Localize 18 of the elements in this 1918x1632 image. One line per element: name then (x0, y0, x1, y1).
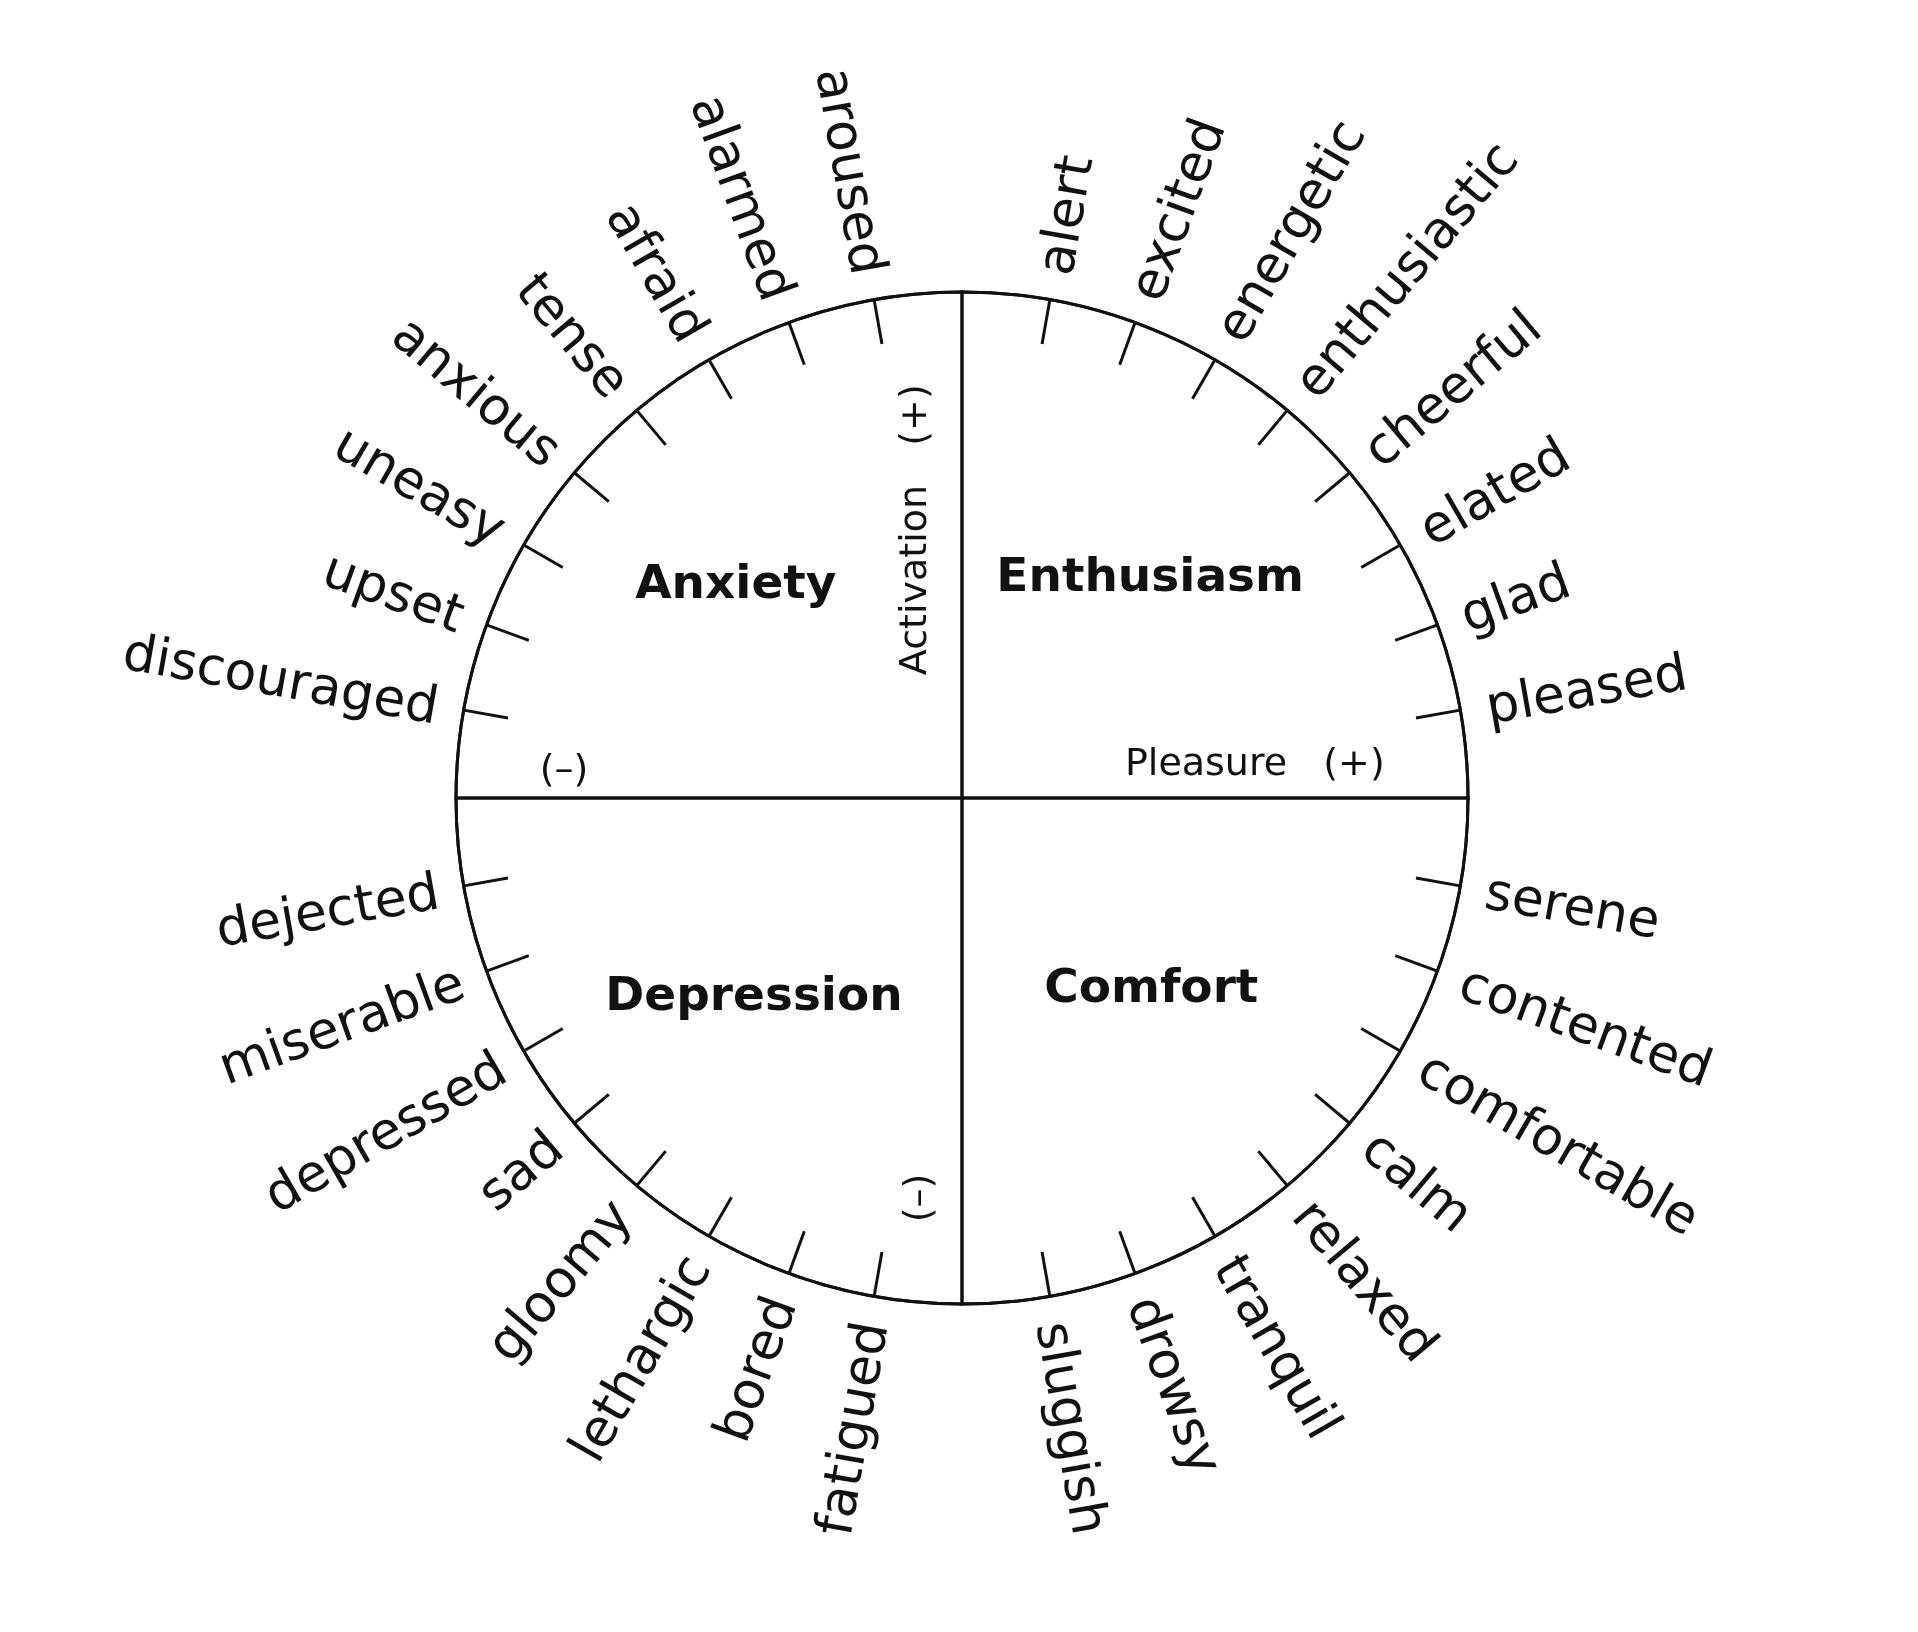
quadrant-title: Comfort (1044, 961, 1259, 1009)
emotion-label: sluggish (1028, 1317, 1118, 1539)
polarity-label: (–) (539, 749, 589, 787)
emotion-label: excited (1119, 111, 1234, 307)
emotion-label: aroused (807, 63, 896, 279)
emotion-label: fatigued (806, 1317, 896, 1540)
emotion-label: serene (1481, 864, 1664, 947)
polarity-label: (+) (1323, 743, 1385, 781)
polarity-label: (–) (898, 1173, 936, 1223)
emotion-label: alert (1028, 151, 1101, 279)
emotion-label: bored (704, 1289, 805, 1448)
axis-label: Pleasure (1124, 743, 1288, 781)
polarity-label: (+) (894, 384, 932, 446)
emotion-label: dejected (211, 864, 443, 956)
axis-label: Activation (894, 484, 932, 676)
emotion-label: pleased (1481, 644, 1691, 732)
quadrant-title: Enthusiasm (996, 550, 1305, 598)
emotion-label: glad (1453, 553, 1577, 641)
